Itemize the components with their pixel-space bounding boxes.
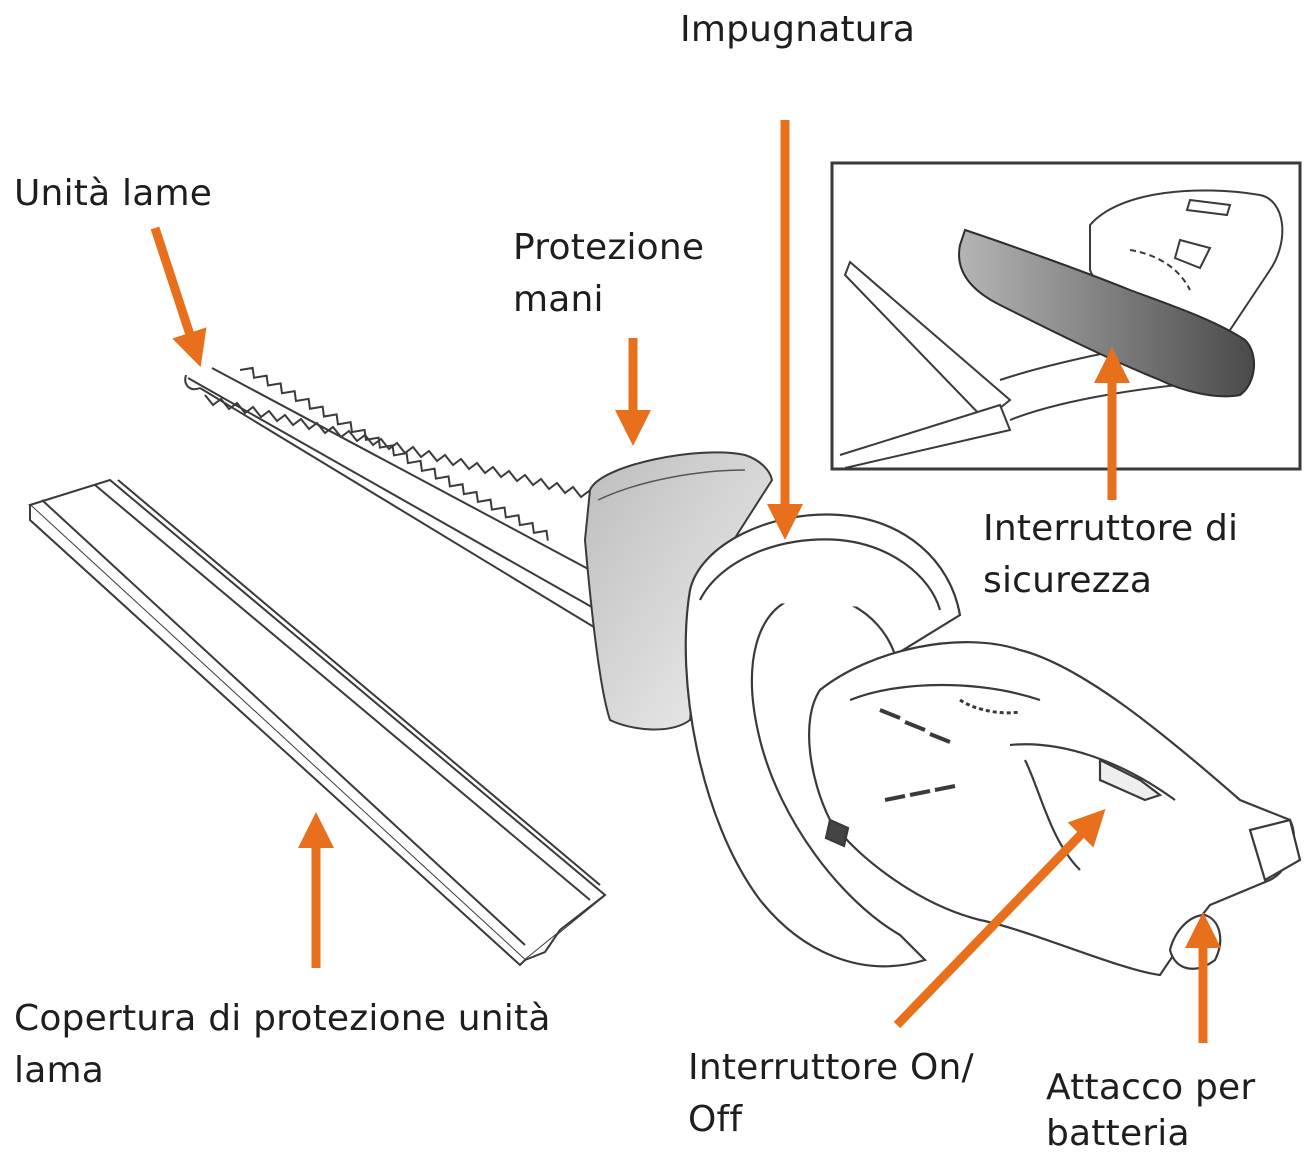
hand-guard: [583, 451, 774, 731]
arrow-unita-lame: [150, 226, 207, 368]
pointer-arrows: [150, 120, 1221, 1043]
label-copertura-line1: Copertura di protezione unità: [14, 998, 551, 1039]
label-interruttore-sicurezza-line2: sicurezza: [983, 560, 1153, 601]
label-interruttore-onoff-line1: Interruttore On/: [688, 1047, 974, 1088]
label-attacco-batteria-line2: batteria: [1046, 1113, 1190, 1154]
label-interruttore-sicurezza-line1: Interruttore di: [983, 508, 1239, 549]
blade-cover: [28, 478, 607, 967]
safety-switch-grip: [958, 228, 1256, 398]
label-copertura-line2: lama: [14, 1050, 104, 1091]
label-protezione-mani-line1: Protezione: [513, 227, 705, 268]
label-protezione-mani-line2: mani: [513, 279, 604, 320]
label-impugnatura: Impugnatura: [680, 9, 916, 50]
inset-detail: [830, 161, 1302, 471]
label-unita-lame: Unità lame: [14, 173, 213, 214]
arrow-interruttore-onoff: [893, 809, 1106, 1029]
label-interruttore-onoff-line2: Off: [688, 1099, 743, 1140]
label-attacco-batteria-line1: Attacco per: [1046, 1067, 1256, 1108]
